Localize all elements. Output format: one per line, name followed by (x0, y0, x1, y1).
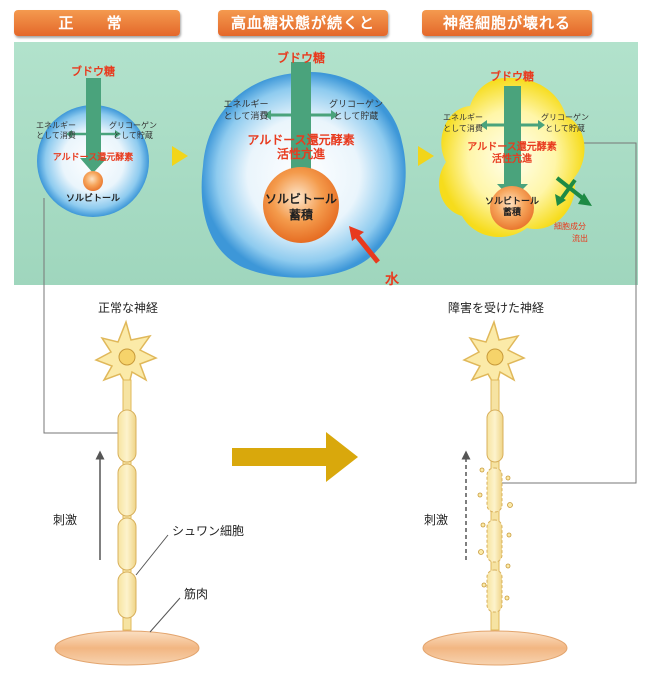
outflow-arrowhead-1 (578, 193, 592, 206)
connector-line-left (43, 198, 126, 434)
muscle-left (54, 630, 200, 666)
sorbitol-ball-broken (490, 186, 534, 230)
progression-arrow (232, 432, 358, 482)
cell-high-glucose (201, 62, 406, 278)
sorbitol-label-broken-1: ソルビトール (485, 195, 539, 207)
enzyme-label-normal: アルドース還元酵素 (53, 151, 133, 163)
energy-arrowhead-broken (480, 120, 487, 130)
damaged-schwann-cell-1 (486, 409, 504, 463)
outflow-arrow-2 (560, 178, 577, 200)
damaged-schwann-cell-4 (486, 569, 503, 613)
debris-particle (477, 492, 483, 498)
schwann-cell-3 (117, 517, 137, 571)
normal-nerve-title: 正常な神経 (98, 301, 158, 315)
energy-arrowhead-normal (66, 130, 72, 138)
water-label: 水 (385, 271, 400, 288)
header-normal: 正 常 (14, 10, 180, 36)
enzyme-label-high-1: アルドース還元酵素 (247, 132, 354, 147)
step-arrow-1 (172, 146, 188, 166)
glucose-label-broken: ブドウ糖 (490, 69, 534, 83)
cell-normal (37, 78, 149, 217)
energy-label-high-2: として消費 (224, 110, 269, 122)
damaged-schwann-cell-3 (486, 519, 503, 563)
energy-label-high-1: エネルギー (223, 99, 268, 110)
energy-label-broken-2: として消費 (443, 123, 483, 133)
schwann-cell-1 (117, 409, 137, 463)
energy-arrowhead-high (264, 110, 271, 120)
energy-label-normal-2: として消費 (36, 130, 76, 140)
water-arrowhead (349, 226, 364, 241)
outflow-label-2: 流出 (572, 233, 588, 243)
damaged-schwann-cell-2 (486, 467, 503, 513)
step-arrow-2 (418, 146, 434, 166)
glucose-label-high: ブドウ糖 (277, 50, 325, 65)
outflow-label-1: 細胞成分 (554, 221, 586, 231)
stimulus-label-left: 刺激 (53, 513, 77, 527)
schwann-label: シュワン細胞 (172, 524, 244, 538)
debris-particle (507, 502, 513, 508)
debris-particle (481, 582, 487, 588)
debris-particle (480, 522, 486, 528)
sorbitol-ball-normal (83, 171, 103, 191)
connector-line-right (500, 142, 637, 484)
sorbitol-ball-high (263, 167, 339, 243)
sorbitol-label-broken-2: 蓄積 (503, 206, 522, 218)
water-arrow (355, 234, 380, 264)
enzyme-label-broken-2: 活性亢進 (492, 152, 533, 165)
debris-particle (504, 595, 510, 601)
progression-arrow-shaft (232, 448, 328, 466)
glycogen-label-high-2: として貯蔵 (334, 110, 379, 122)
schwann-leader (135, 534, 169, 576)
outflow-arrowhead-2 (555, 194, 566, 206)
neuron-normal-nucleus (118, 348, 136, 366)
debris-particle (505, 475, 511, 481)
header-destroyed: 神経細胞が壊れる (422, 10, 592, 36)
damaged-nerve-title: 障害を受けた神経 (448, 300, 544, 315)
schwann-cell-4 (117, 571, 137, 619)
debris-particle (479, 467, 485, 473)
glucose-arrow-normal (86, 78, 101, 158)
muscle-label: 筋肉 (184, 586, 208, 601)
muscle-leader (149, 597, 181, 633)
sorbitol-label-high-2: 蓄積 (289, 207, 314, 222)
sorbitol-label-normal: ソルビトール (66, 192, 120, 204)
progression-arrowhead (326, 432, 358, 482)
debris-particle (506, 532, 512, 538)
glucose-label-normal: ブドウ糖 (71, 64, 115, 78)
glucose-arrowhead-normal (80, 158, 107, 173)
cell-broken (439, 77, 592, 238)
muscle-right (422, 630, 568, 666)
glycogen-label-normal-1: グリコーゲン (109, 120, 157, 130)
glycogen-label-normal-2: として貯蔵 (113, 130, 153, 140)
debris-particles (477, 467, 513, 601)
glycogen-label-broken-1: グリコーゲン (541, 112, 589, 122)
sorbitol-label-high-1: ソルビトール (265, 191, 337, 206)
glucose-arrow-high (291, 62, 311, 174)
neuron-normal (54, 319, 200, 666)
schwann-cell-2 (117, 463, 137, 517)
glycogen-arrowhead-broken (538, 120, 545, 130)
neuron-damaged (422, 319, 568, 666)
glucose-arrow-broken (504, 86, 521, 186)
energy-label-normal-1: エネルギー (36, 121, 76, 130)
enzyme-label-high-2: 活性亢進 (277, 146, 326, 161)
energy-label-broken-1: エネルギー (443, 113, 483, 122)
glycogen-label-high-1: グリコーゲン (329, 98, 383, 110)
enzyme-label-broken-1: アルドース還元酵素 (467, 140, 556, 153)
outflow-arrow-1 (555, 176, 587, 202)
header-high-glucose: 高血糖状態が続くと (218, 10, 388, 36)
glycogen-arrowhead-high (331, 110, 338, 120)
glycogen-arrowhead-normal (115, 130, 121, 138)
neuron-damaged-nucleus (486, 348, 504, 366)
stimulus-label-right: 刺激 (424, 513, 448, 527)
debris-particle (478, 549, 484, 555)
debris-particle (505, 563, 511, 569)
glycogen-label-broken-2: として貯蔵 (545, 123, 585, 133)
